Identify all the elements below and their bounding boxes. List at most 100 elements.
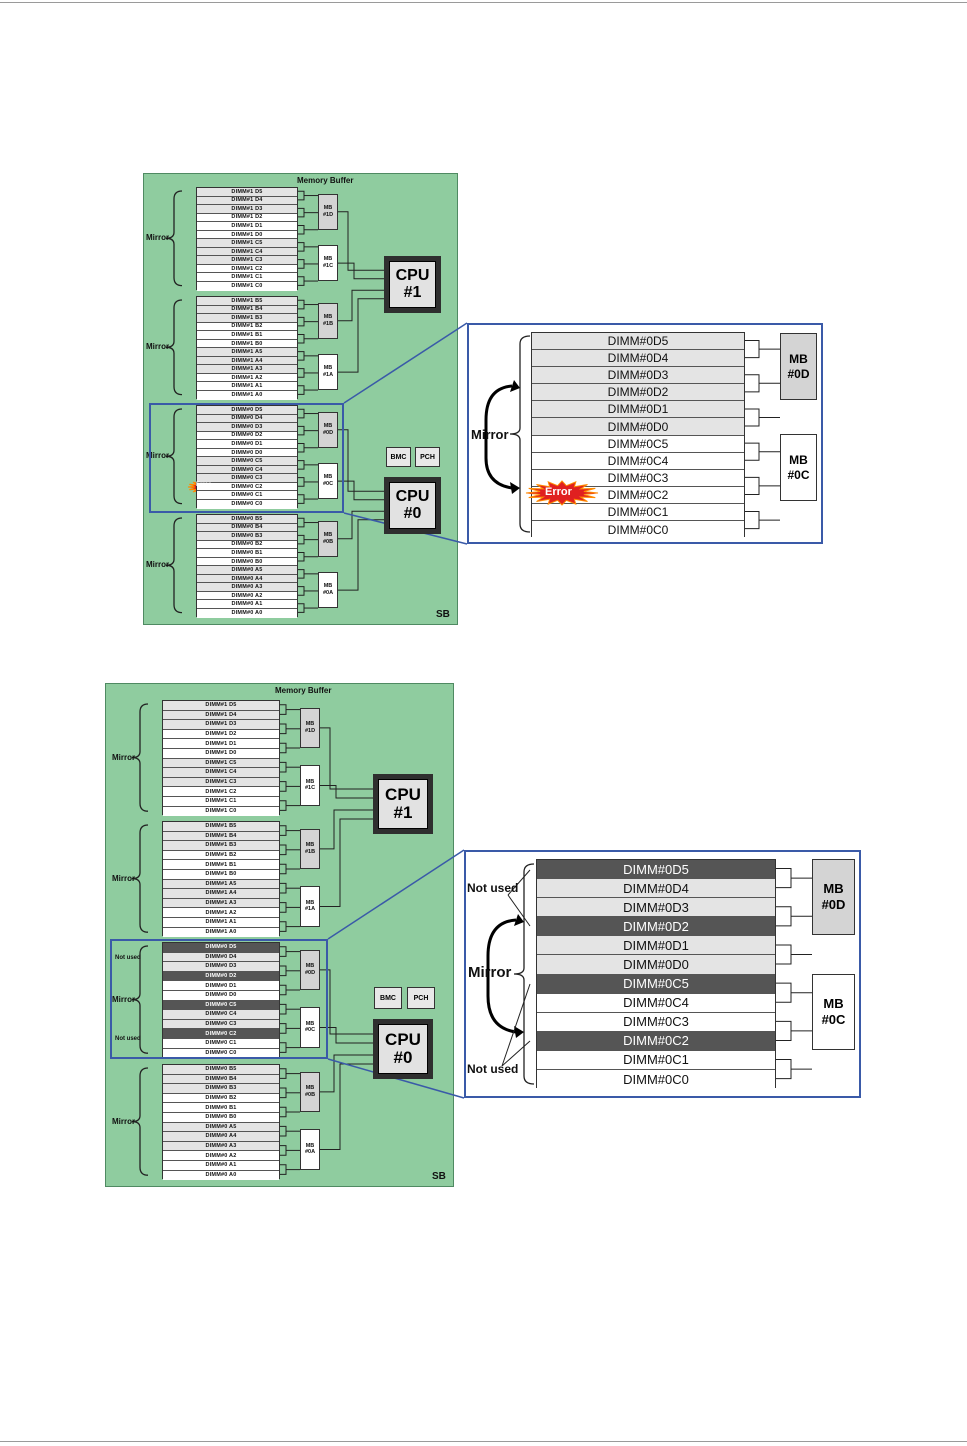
bottom-page-rule <box>0 1441 967 1442</box>
bottom_diagram-pch-chip: PCH <box>407 987 435 1009</box>
top_diagram-board <box>143 173 458 625</box>
dimm-slot: DIMM#0 C0 <box>163 1048 279 1059</box>
bottom_diagram-memory-buffer-3-1: MB#0A <box>300 1129 320 1170</box>
bottom-diagram-not-used-label-lower: Not used <box>115 1036 141 1042</box>
dimm-slot: DIMM#1 A2 <box>197 373 297 383</box>
dimm-slot: DIMM#1 B2 <box>197 322 297 332</box>
dimm-slot: DIMM#1 C5 <box>163 758 279 769</box>
zoom-dimm-slot: DIMM#0C1 <box>537 1050 775 1071</box>
dimm-slot: DIMM#0 D5 <box>163 943 279 953</box>
top_diagram-cpu1-chip: CPU#1 <box>384 256 441 313</box>
mb-label-line2: #0D <box>787 366 810 381</box>
mb-label-line2: #1C <box>304 785 316 792</box>
dimm-slot: DIMM#1 B3 <box>197 314 297 323</box>
top_diagram-memory-buffer-2-1: MB#0C <box>318 463 338 500</box>
dimm-slot: DIMM#1 C4 <box>163 768 279 778</box>
dimm-slot: DIMM#0 A4 <box>197 574 297 584</box>
bottom_diagram-memory-buffer-2-0: MB#0D <box>300 949 320 990</box>
dimm-slot: DIMM#1 C3 <box>163 777 279 788</box>
dimm-slot: DIMM#0 A1 <box>197 600 297 610</box>
top_diagram-sb-label: SB <box>436 609 450 620</box>
dimm-slot: DIMM#0 D4 <box>163 952 279 963</box>
dimm-slot: DIMM#0 B4 <box>163 1074 279 1085</box>
dimm-slot: DIMM#0 C5 <box>197 457 297 466</box>
zoom-dimm-slot: DIMM#0D3 <box>532 367 744 385</box>
dimm-slot: DIMM#1 D3 <box>163 720 279 730</box>
dimm-slot: DIMM#1 C1 <box>163 796 279 807</box>
top_diagram-mirror-label-0: Mirror <box>146 233 170 243</box>
zoom-dimm-slot: DIMM#0C4 <box>537 993 775 1013</box>
dimm-slot: DIMM#1 C0 <box>197 282 297 291</box>
bottom_diagram-memory-buffer-1-0: MB#1B <box>300 828 320 869</box>
dimm-slot: DIMM#0 C3 <box>163 1019 279 1030</box>
dimm-slot: DIMM#0 C0 <box>197 500 297 509</box>
dimm-slot: DIMM#0 C2 <box>197 482 297 492</box>
dimm-slot: DIMM#1 A4 <box>163 889 279 899</box>
cpu-label-line1: CPU <box>385 1030 421 1050</box>
mb-label-line2: #0D <box>322 429 334 436</box>
top_diagram-memory-buffer-title: Memory Buffer <box>297 176 354 185</box>
dimm-slot: DIMM#1 C2 <box>163 787 279 797</box>
dimm-slot: DIMM#1 A0 <box>197 391 297 400</box>
bottom_diagram-cpu0-chip: CPU#0 <box>373 1019 433 1079</box>
mb-label-line2: #1B <box>304 848 316 855</box>
dimm-slot: DIMM#1 C3 <box>197 256 297 265</box>
mb-label-line2: #0D <box>304 969 316 976</box>
zoom-dimm-slot: DIMM#0D1 <box>532 401 744 419</box>
top_diagram-memory-buffer-1-0: MB#1B <box>318 302 338 339</box>
top_diagram-memory-buffer-1-1: MB#1A <box>318 354 338 391</box>
bottom_diagram-memory-buffer-3-0: MB#0B <box>300 1071 320 1112</box>
dimm-slot: DIMM#1 B3 <box>163 841 279 851</box>
mb-label-line2: #1B <box>322 320 334 327</box>
dimm-slot: DIMM#0 D1 <box>197 440 297 449</box>
mb-label-line2: #1D <box>304 727 316 734</box>
top_diagram-bmc-chip: BMC <box>386 447 411 467</box>
mb-label-line1: MB <box>305 899 315 906</box>
dimm-slot: DIMM#0 B0 <box>163 1112 279 1123</box>
dimm-slot: DIMM#1 D4 <box>163 710 279 721</box>
mb-label-line2: #1C <box>322 263 334 270</box>
dimm-slot: DIMM#0 D3 <box>197 423 297 432</box>
dimm-slot: DIMM#0 C2 <box>163 1029 279 1039</box>
mb-label-line1: MB <box>323 365 333 372</box>
mb-label-line1: MB <box>305 842 315 849</box>
dimm-slot: DIMM#1 A0 <box>163 927 279 938</box>
dimm-slot: DIMM#1 A3 <box>163 898 279 909</box>
zoom-dimm-slot-unused: DIMM#0C5 <box>537 974 775 994</box>
dimm-slot: DIMM#1 A2 <box>163 908 279 918</box>
dimm-slot: DIMM#1 B4 <box>163 831 279 842</box>
dimm-slot: DIMM#0 D2 <box>197 431 297 441</box>
bottom_diagram-mirror-label-3: Mirror <box>112 1116 136 1126</box>
mb-label-line1: MB <box>305 778 315 785</box>
bottom_diagram-cpu1-chip: CPU#1 <box>373 774 433 834</box>
bottom_diagram-bmc-chip: BMC <box>374 987 402 1009</box>
zoom-dimm-slot: DIMM#0D3 <box>537 898 775 918</box>
mb-label-line2: #1A <box>322 372 334 379</box>
dimm-slot: DIMM#1 D5 <box>163 701 279 711</box>
bottom_diagram-memory-buffer-0-1: MB#1C <box>300 765 320 806</box>
mb-label-line2: #0C <box>787 467 810 482</box>
cpu-label-line1: CPU <box>385 785 421 805</box>
mb-label-line1: MB <box>305 963 315 970</box>
zoom-dimm-slot-unused: DIMM#0D2 <box>537 917 775 937</box>
bottom_diagram-memory-buffer-0-0: MB#1D <box>300 707 320 748</box>
dimm-slot: DIMM#1 B4 <box>197 305 297 315</box>
mb-label-line1: MB <box>323 583 333 590</box>
dimm-slot: DIMM#0 B3 <box>197 532 297 541</box>
mb-label-line1: MB <box>789 452 808 467</box>
bottom_diagram-mirror-label-1: Mirror <box>112 873 136 883</box>
cpu-label-line2: #0 <box>403 504 422 522</box>
top-diagram-highlight-box <box>149 403 344 513</box>
dimm-slot: DIMM#1 D2 <box>197 213 297 223</box>
cpu-label-line2: #1 <box>393 803 413 822</box>
zoom-dimm-slot: DIMM#0D4 <box>532 350 744 368</box>
dimm-slot: DIMM#0 A4 <box>163 1132 279 1142</box>
dimm-slot: DIMM#0 B2 <box>197 540 297 550</box>
zoom-dimm-slot: DIMM#0C1 <box>532 503 744 522</box>
dimm-slot: DIMM#0 A2 <box>197 591 297 601</box>
zoom-dimm-slot: DIMM#0C3 <box>532 469 744 487</box>
mb-label-line1: MB <box>823 880 844 896</box>
